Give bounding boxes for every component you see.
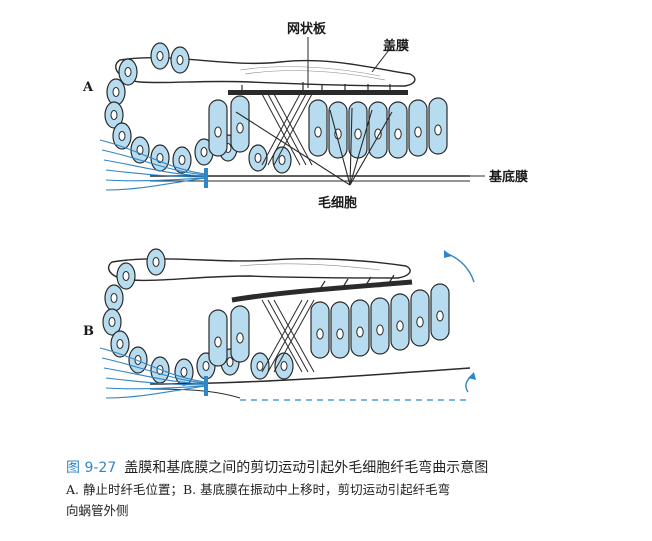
- cochlea-shear-diagram: [99, 37, 485, 401]
- reticular-lamina-a: [228, 90, 408, 95]
- panel-b-letter: B: [83, 324, 94, 339]
- label-reticular-lamina: 网状板: [287, 22, 327, 37]
- tectorial-membrane-b: [107, 257, 411, 282]
- caption-body-line1: A. 静止时纤毛位置；B. 基底膜在振动中上移时，剪切运动引起纤毛弯: [66, 482, 451, 497]
- basilar-membrane-b: [149, 367, 471, 385]
- panel-a: [99, 42, 485, 191]
- panel-b: [99, 248, 476, 401]
- panel-a-letter: A: [83, 80, 94, 95]
- figure-caption: 图 9-27 盖膜和基底膜之间的剪切运动引起外毛细胞纤毛弯曲示意图 A. 静止时纤…: [66, 457, 626, 521]
- label-tectorial-membrane: 盖膜: [383, 39, 410, 54]
- figure-number: 图 9-27: [66, 460, 117, 476]
- label-hair-cell: 毛细胞: [318, 196, 358, 211]
- upper-arrow: [447, 253, 475, 283]
- figure-title: 盖膜和基底膜之间的剪切运动引起外毛细胞纤毛弯曲示意图: [124, 460, 489, 476]
- label-basilar-membrane: 基底膜: [489, 170, 529, 185]
- caption-body-line2: 向蜗管外侧: [66, 503, 129, 518]
- reticular-lamina-b: [231, 279, 413, 303]
